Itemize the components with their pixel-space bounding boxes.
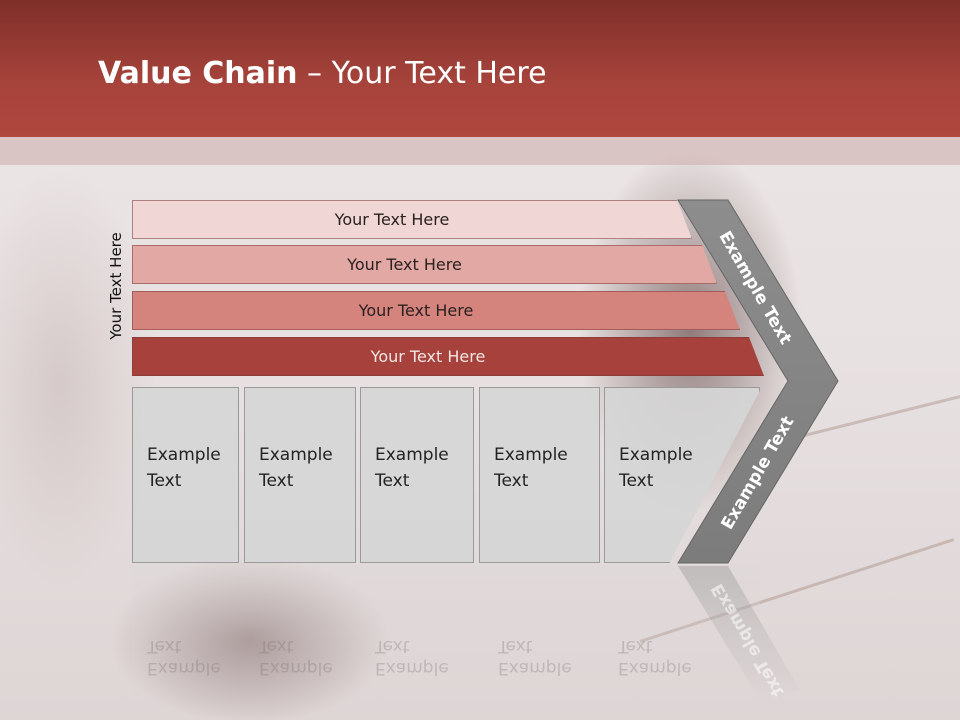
primary-box-2-line2: Text <box>259 471 294 491</box>
primary-box-1-line1: Example <box>147 445 221 465</box>
primary-box-3: Example Text <box>360 387 474 563</box>
header-band <box>0 137 960 165</box>
support-row-1: Your Text Here <box>132 200 692 239</box>
primary-box-4-line2: Text <box>494 471 529 491</box>
primary-box-3-line1: Example <box>375 445 449 465</box>
support-row-4: Your Text Here <box>132 337 764 376</box>
primary-box-1-line2: Text <box>147 471 182 491</box>
support-row-2: Your Text Here <box>132 245 717 284</box>
header-bar <box>0 0 960 137</box>
support-row-1-label: Your Text Here <box>334 210 450 229</box>
title-bold: Value Chain <box>98 56 298 91</box>
primary-box-5-line1: Example <box>619 445 693 465</box>
primary-box-4: Example Text <box>479 387 600 563</box>
support-row-4-label: Your Text Here <box>370 347 486 366</box>
reflection-area <box>132 565 760 715</box>
support-row-2-label: Your Text Here <box>347 255 462 274</box>
support-row-3: Your Text Here <box>132 291 740 330</box>
support-row-3-label: Your Text Here <box>358 301 474 320</box>
primary-box-2-line1: Example <box>259 445 333 465</box>
primary-box-5-line2: Text <box>619 471 654 491</box>
chevron-lower-label-reflection: Example Text <box>708 580 789 700</box>
primary-box-1: Example Text <box>132 387 239 563</box>
chevron-shape <box>677 199 839 564</box>
chevron-reflection <box>678 566 800 700</box>
title-rest: – Your Text Here <box>297 56 547 91</box>
primary-box-4-line1: Example <box>494 445 568 465</box>
primary-box-2: Example Text <box>244 387 356 563</box>
primary-box-3-line2: Text <box>375 471 410 491</box>
slide-title: Value Chain – Your Text Here <box>98 56 547 91</box>
